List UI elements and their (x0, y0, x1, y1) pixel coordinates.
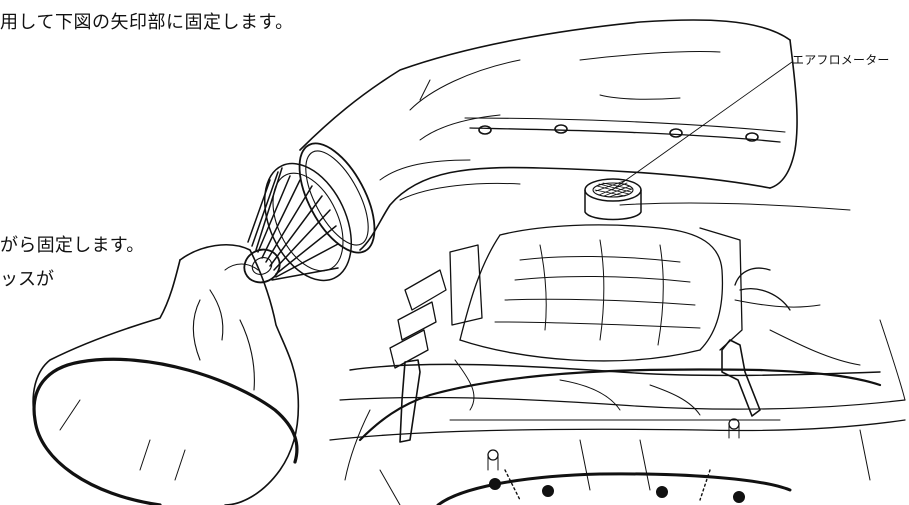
intake-duct (298, 19, 798, 254)
routing-curve (358, 368, 882, 442)
airflow-meter-leader-line (611, 61, 793, 191)
instruction-text-middle-line1: がら固定します。 (0, 235, 145, 256)
instruction-text-top: 用して下図の矢印部に固定します。 (0, 12, 294, 33)
bottom-plate (436, 469, 792, 505)
airflow-meter-label: エアフロメーター (792, 53, 890, 67)
instruction-text-middle-line2: ッスが (0, 269, 54, 290)
airflow-meter (584, 178, 642, 221)
engine-block (329, 202, 906, 505)
cone-air-filter (243, 162, 353, 284)
filter-cover (32, 244, 300, 505)
